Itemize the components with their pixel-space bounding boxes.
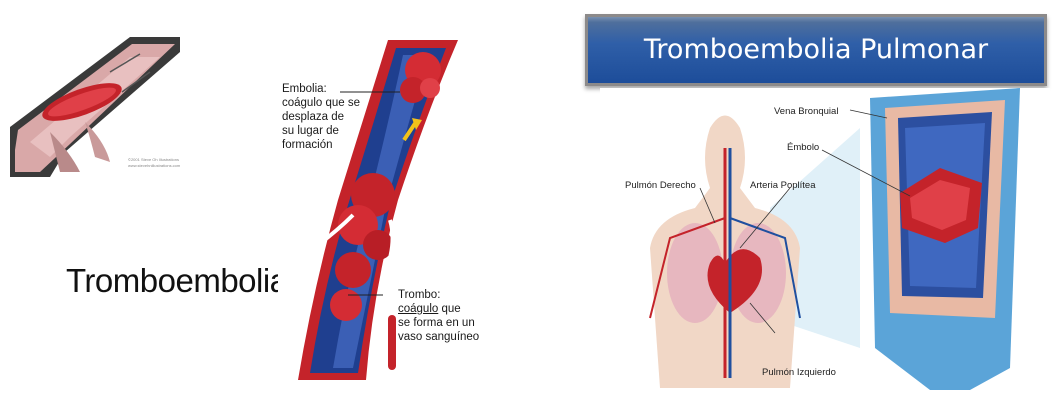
vein-clot-illustration: ©2001 Steve Oh Illustrations www.stevehn… bbox=[10, 32, 180, 177]
vein-clot-svg bbox=[10, 32, 180, 177]
label-embolo: Émbolo bbox=[787, 142, 819, 153]
trombo-label-1: Trombo: bbox=[398, 288, 440, 302]
embolia-label-5: formación bbox=[282, 138, 333, 152]
banner-title: Tromboembolia Pulmonar bbox=[588, 34, 1044, 65]
embolia-label-2: coágulo que se bbox=[282, 96, 360, 110]
trombo-label-2: coágulo que bbox=[398, 302, 461, 316]
embolia-label-3: desplaza de bbox=[282, 110, 344, 124]
embolia-label-4: su lugar de bbox=[282, 124, 339, 138]
tromboembolia-caption: Tromboembolia bbox=[66, 262, 288, 300]
label-pulmon-izquierdo: Pulmón Izquierdo bbox=[762, 367, 836, 378]
label-pulmon-derecho: Pulmón Derecho bbox=[625, 180, 696, 191]
anatomy-svg bbox=[600, 88, 1050, 390]
label-vena-bronquial: Vena Bronquial bbox=[774, 106, 838, 117]
embolia-label-1: Embolia: bbox=[282, 82, 327, 96]
credit-line-1: ©2001 Steve Oh Illustrations bbox=[128, 157, 179, 162]
credit-line-2: www.stevehnillustrations.com bbox=[128, 163, 180, 168]
coagulo-word: coágulo bbox=[398, 303, 438, 315]
label-arteria-poplitea: Arteria Poplítea bbox=[750, 180, 815, 191]
trombo-label-4: vaso sanguíneo bbox=[398, 330, 479, 344]
anatomy-illustration: Vena Bronquial Émbolo Pulmón Derecho Art… bbox=[600, 88, 1050, 390]
que-word: que bbox=[438, 303, 460, 315]
trombo-label-3: se forma en un bbox=[398, 316, 475, 330]
pulmonary-banner: Tromboembolia Pulmonar bbox=[585, 14, 1047, 86]
vessel-diagram: Embolia: coágulo que se desplaza de su l… bbox=[278, 30, 490, 385]
